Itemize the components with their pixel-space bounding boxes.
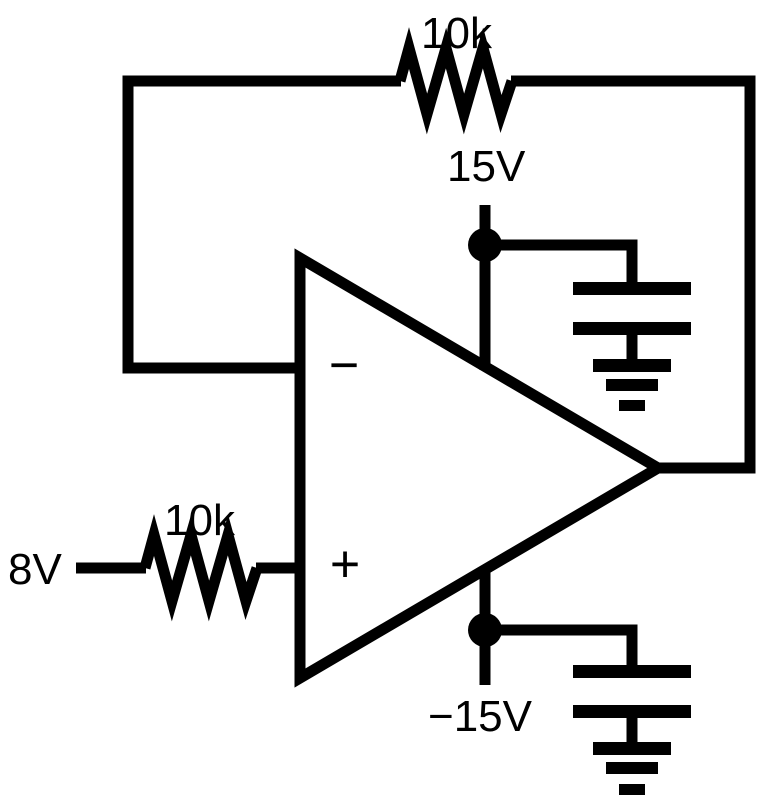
resistor-input-label: 10k <box>164 496 236 545</box>
feedback-net <box>122 75 756 474</box>
noninverting-input-symbol: + <box>330 536 360 594</box>
battery-negative-15v <box>573 665 691 795</box>
resistor-feedback-zigzag <box>394 27 518 135</box>
battery-plate-5 <box>619 400 645 411</box>
inverting-input-symbol: − <box>329 337 359 395</box>
resistor-feedback-label: 10k <box>421 9 493 58</box>
battery-positive-15v <box>573 282 691 411</box>
battery-plate-2 <box>573 322 691 335</box>
resistor-input-zigzag <box>139 514 263 622</box>
battery-neg-plate-5 <box>619 784 645 795</box>
battery-plate-3 <box>593 359 671 372</box>
node-dot-positive-supply <box>468 228 502 262</box>
positive-supply-net <box>468 205 638 370</box>
node-dot-negative-supply <box>468 613 502 647</box>
operational-amplifier <box>294 248 669 688</box>
resistor-feedback-10k <box>394 27 518 135</box>
positive-supply-label: 15V <box>447 142 526 191</box>
battery-neg-plate-3 <box>593 742 671 755</box>
input-net <box>76 514 305 622</box>
battery-neg-plate-4 <box>606 762 658 774</box>
battery-neg-plate-1 <box>573 665 691 678</box>
opamp-triangle <box>294 248 669 688</box>
battery-neg-plate-2 <box>573 705 691 718</box>
battery-plate-4 <box>606 379 658 391</box>
input-source-label: 8V <box>8 545 62 594</box>
battery-plate-1 <box>573 282 691 295</box>
negative-supply-label: −15V <box>428 692 533 741</box>
